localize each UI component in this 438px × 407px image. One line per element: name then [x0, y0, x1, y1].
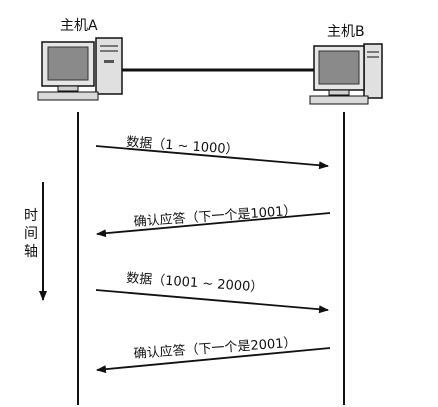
- message-1-arrow: [95, 145, 329, 170]
- message-2-arrow: [96, 212, 331, 238]
- time-axis-char-1: 时: [24, 208, 38, 224]
- message-3-label: 数据（1001 ~ 2000）: [126, 271, 264, 296]
- message-4-arrow: [96, 347, 331, 374]
- host-a-computer-icon: [37, 37, 123, 101]
- host-b-computer-icon: [309, 43, 383, 105]
- message-2-label: 确认应答（下一个是1001）: [133, 203, 297, 230]
- host-b-label: 主机B: [327, 24, 365, 40]
- host-a-label: 主机A: [60, 18, 98, 34]
- time-axis-char-2: 间: [24, 226, 38, 242]
- message-3-arrow: [95, 289, 329, 314]
- message-1-label: 数据（1 ~ 1000）: [126, 135, 239, 158]
- time-axis-char-3: 轴: [24, 244, 38, 260]
- message-4-label: 确认应答（下一个是2001）: [133, 335, 297, 362]
